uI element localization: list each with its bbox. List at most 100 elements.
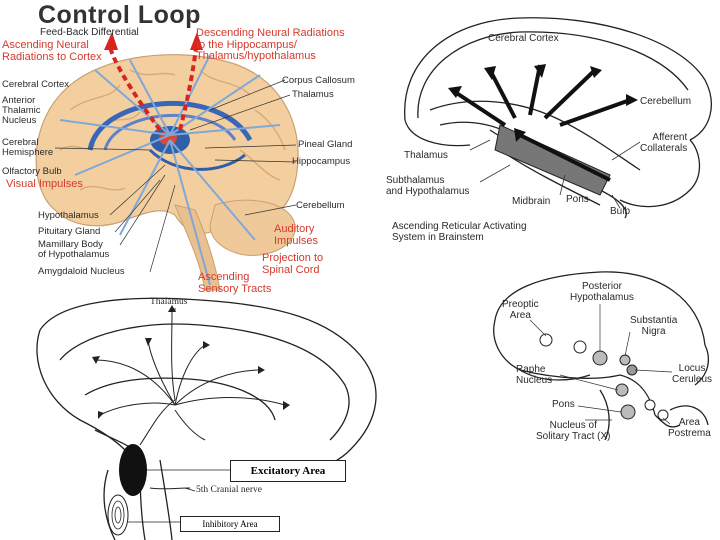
posterior-line1: Posterior [581, 281, 622, 292]
cortex-outline-b [404, 17, 712, 141]
ascending-sensory-label: Ascending Sensory Tracts [198, 271, 272, 295]
auditory-line1: Auditory [274, 223, 315, 235]
midbrain-label: Midbrain [512, 196, 551, 207]
auditory-label: Auditory Impulses [274, 223, 319, 247]
cerebral-hemisphere-label: Cerebral Hemisphere [2, 138, 53, 158]
sensory-line1: Ascending [198, 271, 250, 283]
cerebral-cortex-label: Cerebral Cortex [2, 79, 70, 90]
preoptic-line2: Area [509, 309, 531, 321]
cerebellum-shape [209, 199, 296, 256]
mamillary-line2: of Hypothalamus [38, 248, 110, 260]
hypothalamus-label: Hypothalamus [38, 210, 99, 221]
corpus-callosum-arc [87, 100, 253, 151]
ascending-neural-line1: Ascending Neural [2, 39, 89, 51]
descending-line3: Thalamus/hypothalamus [196, 50, 316, 63]
inhibitory-area-shape [107, 494, 129, 536]
reticular-line2: System in Brainstem [392, 231, 484, 243]
raphe-nucleus-label: Raphe Nucleus [516, 364, 553, 386]
reticular-core [494, 124, 611, 196]
area-postrema-shape [644, 399, 656, 411]
preoptic-line1: Preoptic [502, 299, 539, 310]
ascending-neural-line2: Radiations to Cortex [2, 50, 102, 63]
posterior-line2: Hypothalamus [570, 291, 634, 303]
olfactory-bulb-label: Olfactory Bulb [2, 166, 62, 177]
posterior-hypothalamus-label: Posterior Hypothalamus [570, 281, 634, 303]
substantia-nigra-label: Substantia Nigra [630, 315, 678, 337]
projection-line1: Projection to [262, 252, 324, 264]
subthalamus-line2: and Hypothalamus [386, 185, 470, 197]
corpus-callosum-label: Corpus Callosum [282, 75, 355, 86]
locus-line1: Locus [678, 363, 706, 374]
hippocampus-label: Hippocampus [292, 156, 351, 167]
posterior-hypo-nucleus [592, 350, 608, 366]
brain-outline-d [494, 271, 706, 346]
ascending-neural-label: Ascending Neural Radiations to Cortex [2, 39, 102, 63]
anterior-line1: Anterior [2, 95, 36, 106]
hemisphere-line2: Hemisphere [2, 146, 54, 158]
pituitary-label: Pituitary Gland [38, 226, 101, 237]
cerebellum-label-a: Cerebellum [296, 200, 345, 211]
sensory-line2: Sensory Tracts [198, 282, 272, 295]
mamillary-line1: Mamillary Body [38, 239, 103, 250]
projection-label: Projection to Spinal Cord [262, 252, 324, 276]
descending-neural-label: Descending Neural Radiations to the Hipp… [196, 27, 345, 63]
descending-line1: Descending Neural Radiations [196, 27, 345, 39]
excitatory-nucleus [119, 444, 147, 496]
afferent-line1: Afferent [652, 132, 688, 143]
substantia-line2: Nigra [641, 325, 666, 337]
area-postrema-label: Area Postrema [668, 417, 711, 439]
anterior-line2: Thalamic [2, 104, 41, 116]
solitary-tract-label: Nucleus of Solitary Tract (X) [536, 420, 611, 442]
postrema-line1: Area [678, 417, 700, 428]
pons-label-b: Pons [566, 194, 589, 205]
descending-line2: to the Hippocampus/ [196, 38, 297, 51]
cranial-nerve-label: 5th Cranial nerve [196, 485, 262, 495]
thalamus-label-a: Thalamus [292, 89, 334, 100]
feedback-label: Feed-Back Differential [40, 27, 139, 38]
excitatory-area-label: Excitatory Area [250, 465, 326, 477]
reticular-line1: Ascending Reticular Activating [392, 221, 527, 232]
anterior-line3: Nucleus [2, 114, 37, 126]
control-loop-title: Control Loop [38, 1, 201, 29]
brain-outline-c [39, 297, 377, 473]
raphe-line2: Nucleus [516, 374, 553, 386]
substantia-line1: Substantia [630, 315, 678, 326]
locus-ceruleus-label: Locus Ceruleus [672, 363, 713, 385]
afferent-line2: Collaterals [640, 142, 688, 154]
solitary-line2: Solitary Tract (X) [536, 430, 611, 442]
hemisphere-line1: Cerebral [2, 137, 39, 148]
bulb-label: Bulb [610, 206, 631, 217]
pons-nucleus [620, 404, 636, 420]
raphe-nucleus [615, 383, 629, 397]
thalamus-label-c: Thalamus [150, 297, 188, 307]
preoptic-label: Preoptic Area [502, 299, 539, 321]
amygdaloid-label: Amygdaloid Nucleus [38, 266, 125, 277]
cerebral-cortex-label-b: Cerebral Cortex [488, 33, 559, 44]
pineal-gland-label: Pineal Gland [298, 139, 353, 150]
subthalamus-line1: Subthalamus [386, 175, 445, 186]
inhibitory-area-label: Inhibitory Area [202, 519, 258, 529]
excitatory-area-box: Excitatory Area [230, 460, 346, 482]
mamillary-label: Mamillary Body of Hypothalamus [38, 240, 109, 260]
projection-line2: Spinal Cord [262, 263, 320, 276]
locus-line2: Ceruleus [672, 373, 713, 385]
solitary-line1: Nucleus of [549, 420, 597, 431]
inhibitory-area-box: Inhibitory Area [180, 516, 280, 532]
raphe-line1: Raphe [516, 364, 546, 375]
afferent-label: Afferent Collaterals [640, 132, 688, 154]
thalamus-label-b: Thalamus [404, 150, 448, 161]
brainstem-shape [174, 204, 221, 291]
preoptic-nucleus [539, 333, 553, 347]
pons-label-d: Pons [552, 399, 575, 410]
cerebellum-label-b: Cerebellum [640, 96, 692, 107]
auditory-line2: Impulses [274, 234, 319, 247]
ascending-reticular-label: Ascending Reticular Activating System in… [392, 221, 527, 243]
visual-impulses-label: Visual Impulses [6, 178, 83, 190]
anterior-thalamic-label: Anterior Thalamic Nucleus [2, 96, 41, 126]
subthalamus-label: Subthalamus and Hypothalamus [386, 175, 470, 197]
postrema-line2: Postrema [668, 427, 711, 439]
